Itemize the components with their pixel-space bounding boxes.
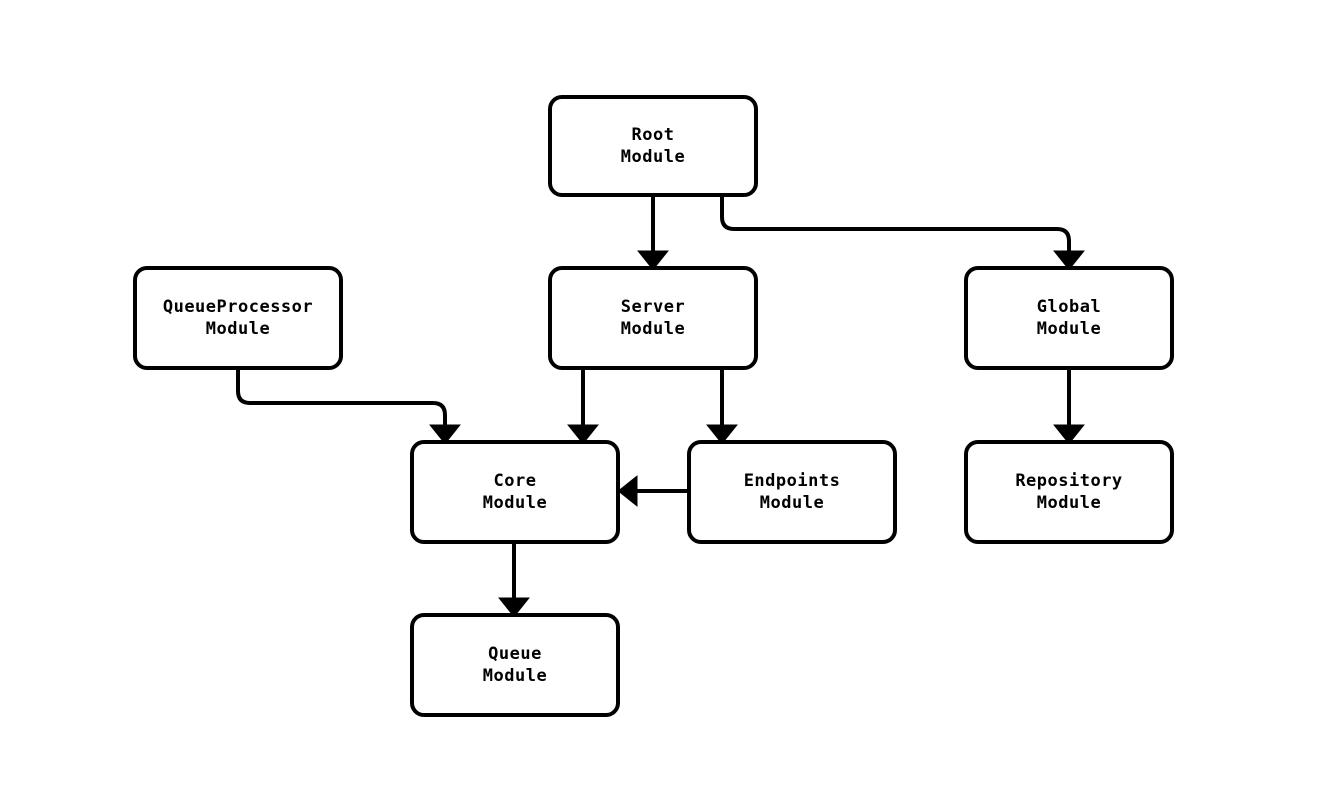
edge-queueprocessor-to-core — [236, 370, 461, 445]
node-core-name: Core — [493, 471, 537, 491]
node-endpoints-kind: Module — [759, 493, 825, 513]
node-server-kind: Module — [620, 319, 686, 339]
node-root-name: Root — [631, 125, 675, 145]
node-global-kind: Module — [1036, 319, 1102, 339]
node-repository-name: Repository — [1015, 471, 1123, 491]
edge-root-to-global — [720, 197, 1085, 271]
node-queue-name: Queue — [488, 644, 542, 664]
node-repository-kind: Module — [1036, 493, 1102, 513]
node-queueprocessor-name: QueueProcessor — [162, 297, 314, 317]
node-root-kind: Module — [620, 147, 686, 167]
node-queue-kind: Module — [482, 666, 548, 686]
node-core-kind: Module — [482, 493, 548, 513]
node-server-name: Server — [620, 297, 686, 317]
node-global-name: Global — [1036, 297, 1102, 317]
node-endpoints-name: Endpoints — [743, 471, 841, 491]
node-queueprocessor-kind: Module — [205, 319, 271, 339]
